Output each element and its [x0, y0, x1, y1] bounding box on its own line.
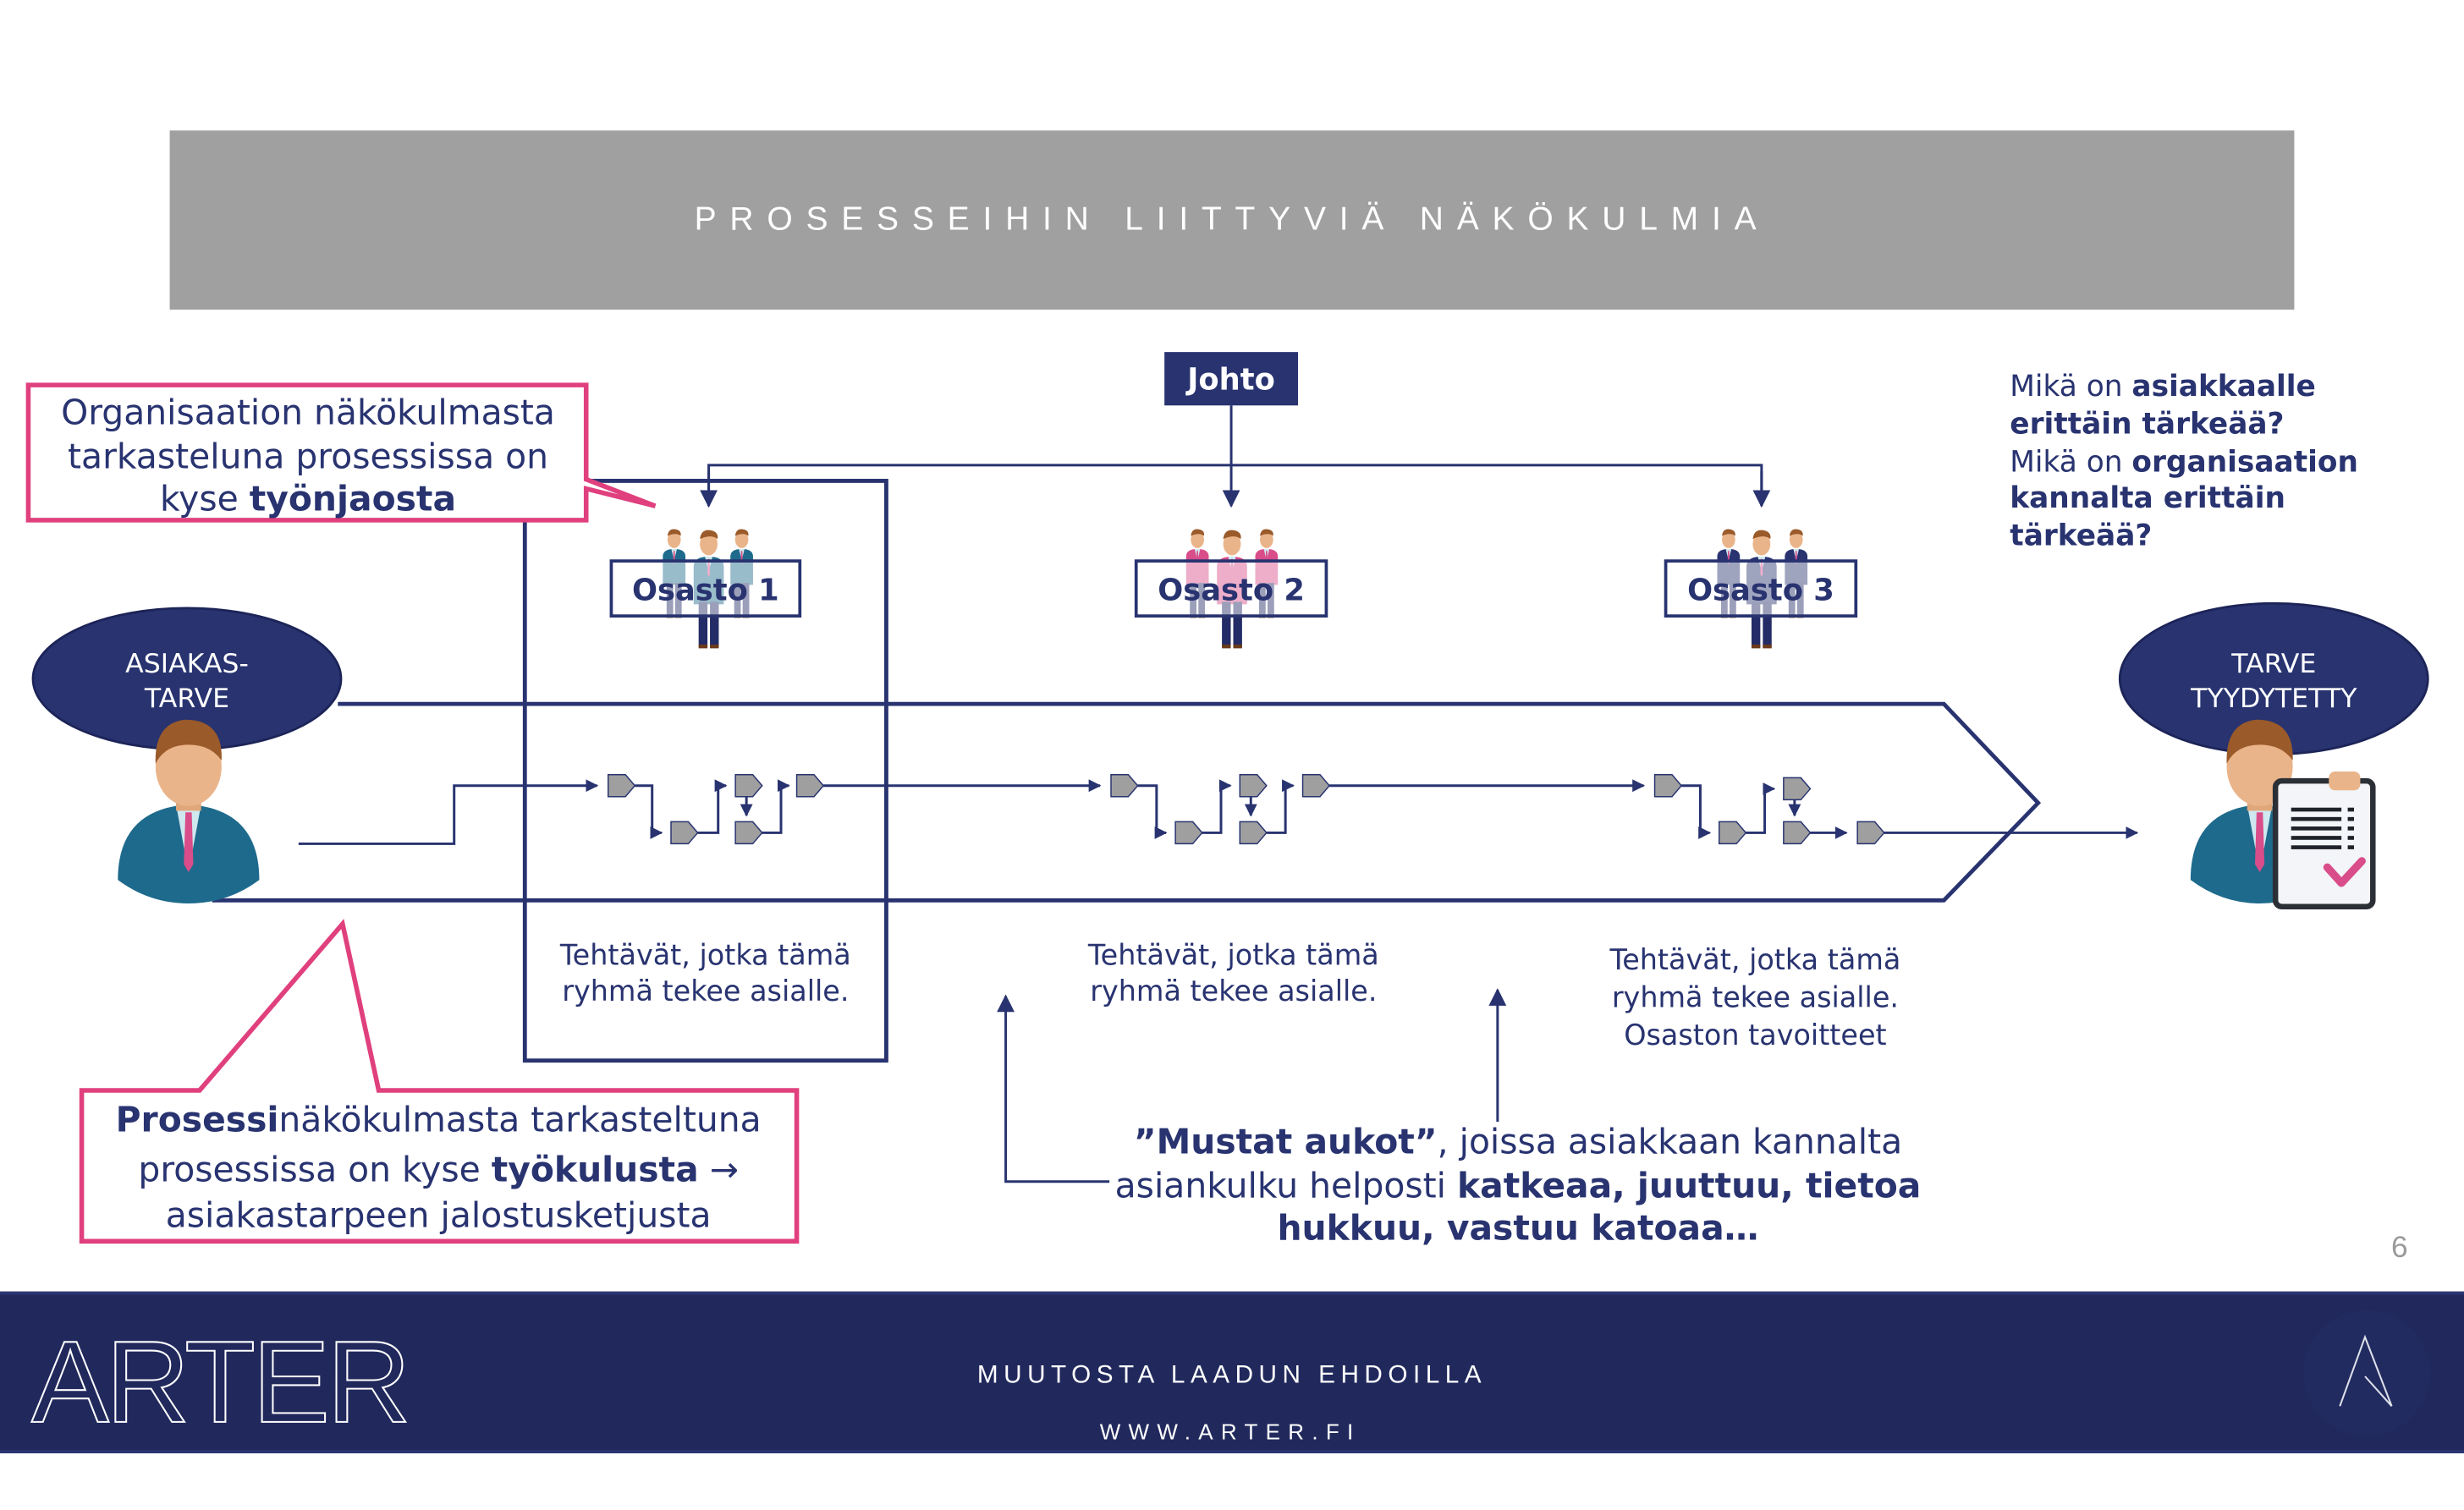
slide-title: PROSESSEIHIN LIITTYVIÄ NÄKÖKULMIA — [695, 200, 1770, 237]
question-line: Mikä on organisaation — [2010, 445, 2358, 479]
process-step — [1301, 773, 1331, 798]
customer-start: ASIAKAS- TARVE — [31, 607, 343, 903]
note-line: hukkuu, vastuu katoaa… — [1277, 1207, 1758, 1248]
task-text: Osaston tavoitteet — [1624, 1019, 1886, 1052]
process-view-callout: Prosessinäkökulmasta tarkasteltuna prose… — [79, 919, 800, 1244]
need-satisfied-line1: TARVE — [2230, 649, 2316, 679]
department-2-tasks: Tehtävät, jotka tämä ryhmä tekee asialle… — [1087, 938, 1379, 1008]
customer-avatar-icon — [118, 719, 260, 903]
process-step — [607, 773, 636, 798]
department-label: Osasto 3 — [1687, 574, 1834, 608]
callout-line: Organisaation näkökulmasta — [61, 393, 555, 433]
checkmark-icon — [2323, 857, 2366, 887]
department-3: Osasto 3 — [1664, 529, 1858, 649]
question-line: Mikä on asiakkaalle — [2010, 370, 2316, 404]
department-3-tasks: Tehtävät, jotka tämä ryhmä tekee asialle… — [1609, 943, 1900, 1052]
footer-url[interactable]: WWW.ARTER.FI — [1100, 1419, 1361, 1444]
arter-mark-icon — [2303, 1310, 2430, 1436]
key-questions: Mikä on asiakkaalle erittäin tärkeää? Mi… — [2010, 370, 2358, 552]
process-step — [1110, 773, 1139, 798]
department-1-tasks: Tehtävät, jotka tämä ryhmä tekee asialle… — [559, 938, 851, 1008]
process-step — [1718, 821, 1747, 845]
management-label: Johto — [1185, 363, 1275, 398]
task-text: ryhmä tekee asialle. — [562, 975, 849, 1008]
footer-tagline: MUUTOSTA LAADUN EHDOILLA — [977, 1360, 1487, 1388]
process-step — [734, 773, 763, 798]
customer-need-line2: TARVE — [144, 684, 229, 714]
department-2: Osasto 2 — [1134, 529, 1328, 649]
department-label: Osasto 2 — [1158, 574, 1305, 608]
question-line: erittäin tärkeää? — [2010, 408, 2284, 442]
process-step — [670, 821, 699, 845]
org-connectors — [700, 405, 1771, 508]
task-text: Tehtävät, jotka tämä — [1609, 943, 1900, 976]
process-step — [1783, 821, 1812, 845]
customer-end: TARVE TYYDYTETTY — [2118, 601, 2429, 909]
management-node: Johto — [1164, 352, 1298, 406]
callout-line: asiakastarpeen jalostusketjusta — [166, 1195, 712, 1236]
callout-line: Prosessinäkökulmasta tarkasteltuna — [116, 1099, 762, 1139]
need-satisfied-line2: TYYDYTETTY — [2190, 684, 2357, 714]
process-step — [1174, 821, 1203, 845]
department-1: Osasto 1 — [609, 529, 802, 649]
process-step — [734, 821, 763, 845]
task-text: ryhmä tekee asialle. — [1090, 975, 1377, 1008]
question-line: tärkeää? — [2010, 519, 2152, 553]
task-text: Tehtävät, jotka tämä — [559, 938, 851, 971]
page-number: 6 — [2391, 1231, 2408, 1264]
arter-logo: ARTER — [31, 1318, 408, 1447]
question-line: kannalta erittäin — [2010, 481, 2285, 515]
callout-line: tarkasteluna prosessissa on — [68, 437, 548, 477]
satisfied-customer-icon — [2190, 719, 2376, 909]
footer: ARTER MUUTOSTA LAADUN EHDOILLA WWW.ARTER… — [0, 1291, 2464, 1453]
customer-need-line1: ASIAKAS- — [125, 649, 249, 679]
checklist-icon — [2272, 777, 2376, 909]
process-flow — [298, 773, 2139, 845]
process-step — [1239, 773, 1268, 798]
organisation-view-callout: Organisaation näkökulmasta tarkasteluna … — [25, 382, 657, 523]
process-chevron-frame — [212, 701, 2042, 903]
callout-line: kyse työnjaosta — [160, 479, 456, 519]
task-text: ryhmä tekee asialle. — [1612, 981, 1899, 1014]
black-holes-note: ”Mustat aukot”, joissa asiakkaan kannalt… — [1115, 1121, 1922, 1248]
callout-line: prosessissa on kyse työkulusta → — [138, 1150, 738, 1190]
department-1-column — [522, 479, 888, 1063]
note-line: asiankulku helposti katkeaa, juuttuu, ti… — [1115, 1165, 1922, 1205]
process-step — [1856, 821, 1885, 845]
process-step — [1239, 821, 1268, 845]
process-step — [795, 773, 825, 798]
note-line: ”Mustat aukot”, joissa asiakkaan kannalt… — [1134, 1121, 1902, 1161]
title-bar: PROSESSEIHIN LIITTYVIÄ NÄKÖKULMIA — [169, 130, 2295, 310]
process-step — [1783, 777, 1812, 801]
task-text: Tehtävät, jotka tämä — [1087, 938, 1379, 971]
black-holes-pointers — [997, 988, 1507, 1183]
process-step — [1653, 773, 1683, 798]
department-label: Osasto 1 — [632, 574, 779, 608]
